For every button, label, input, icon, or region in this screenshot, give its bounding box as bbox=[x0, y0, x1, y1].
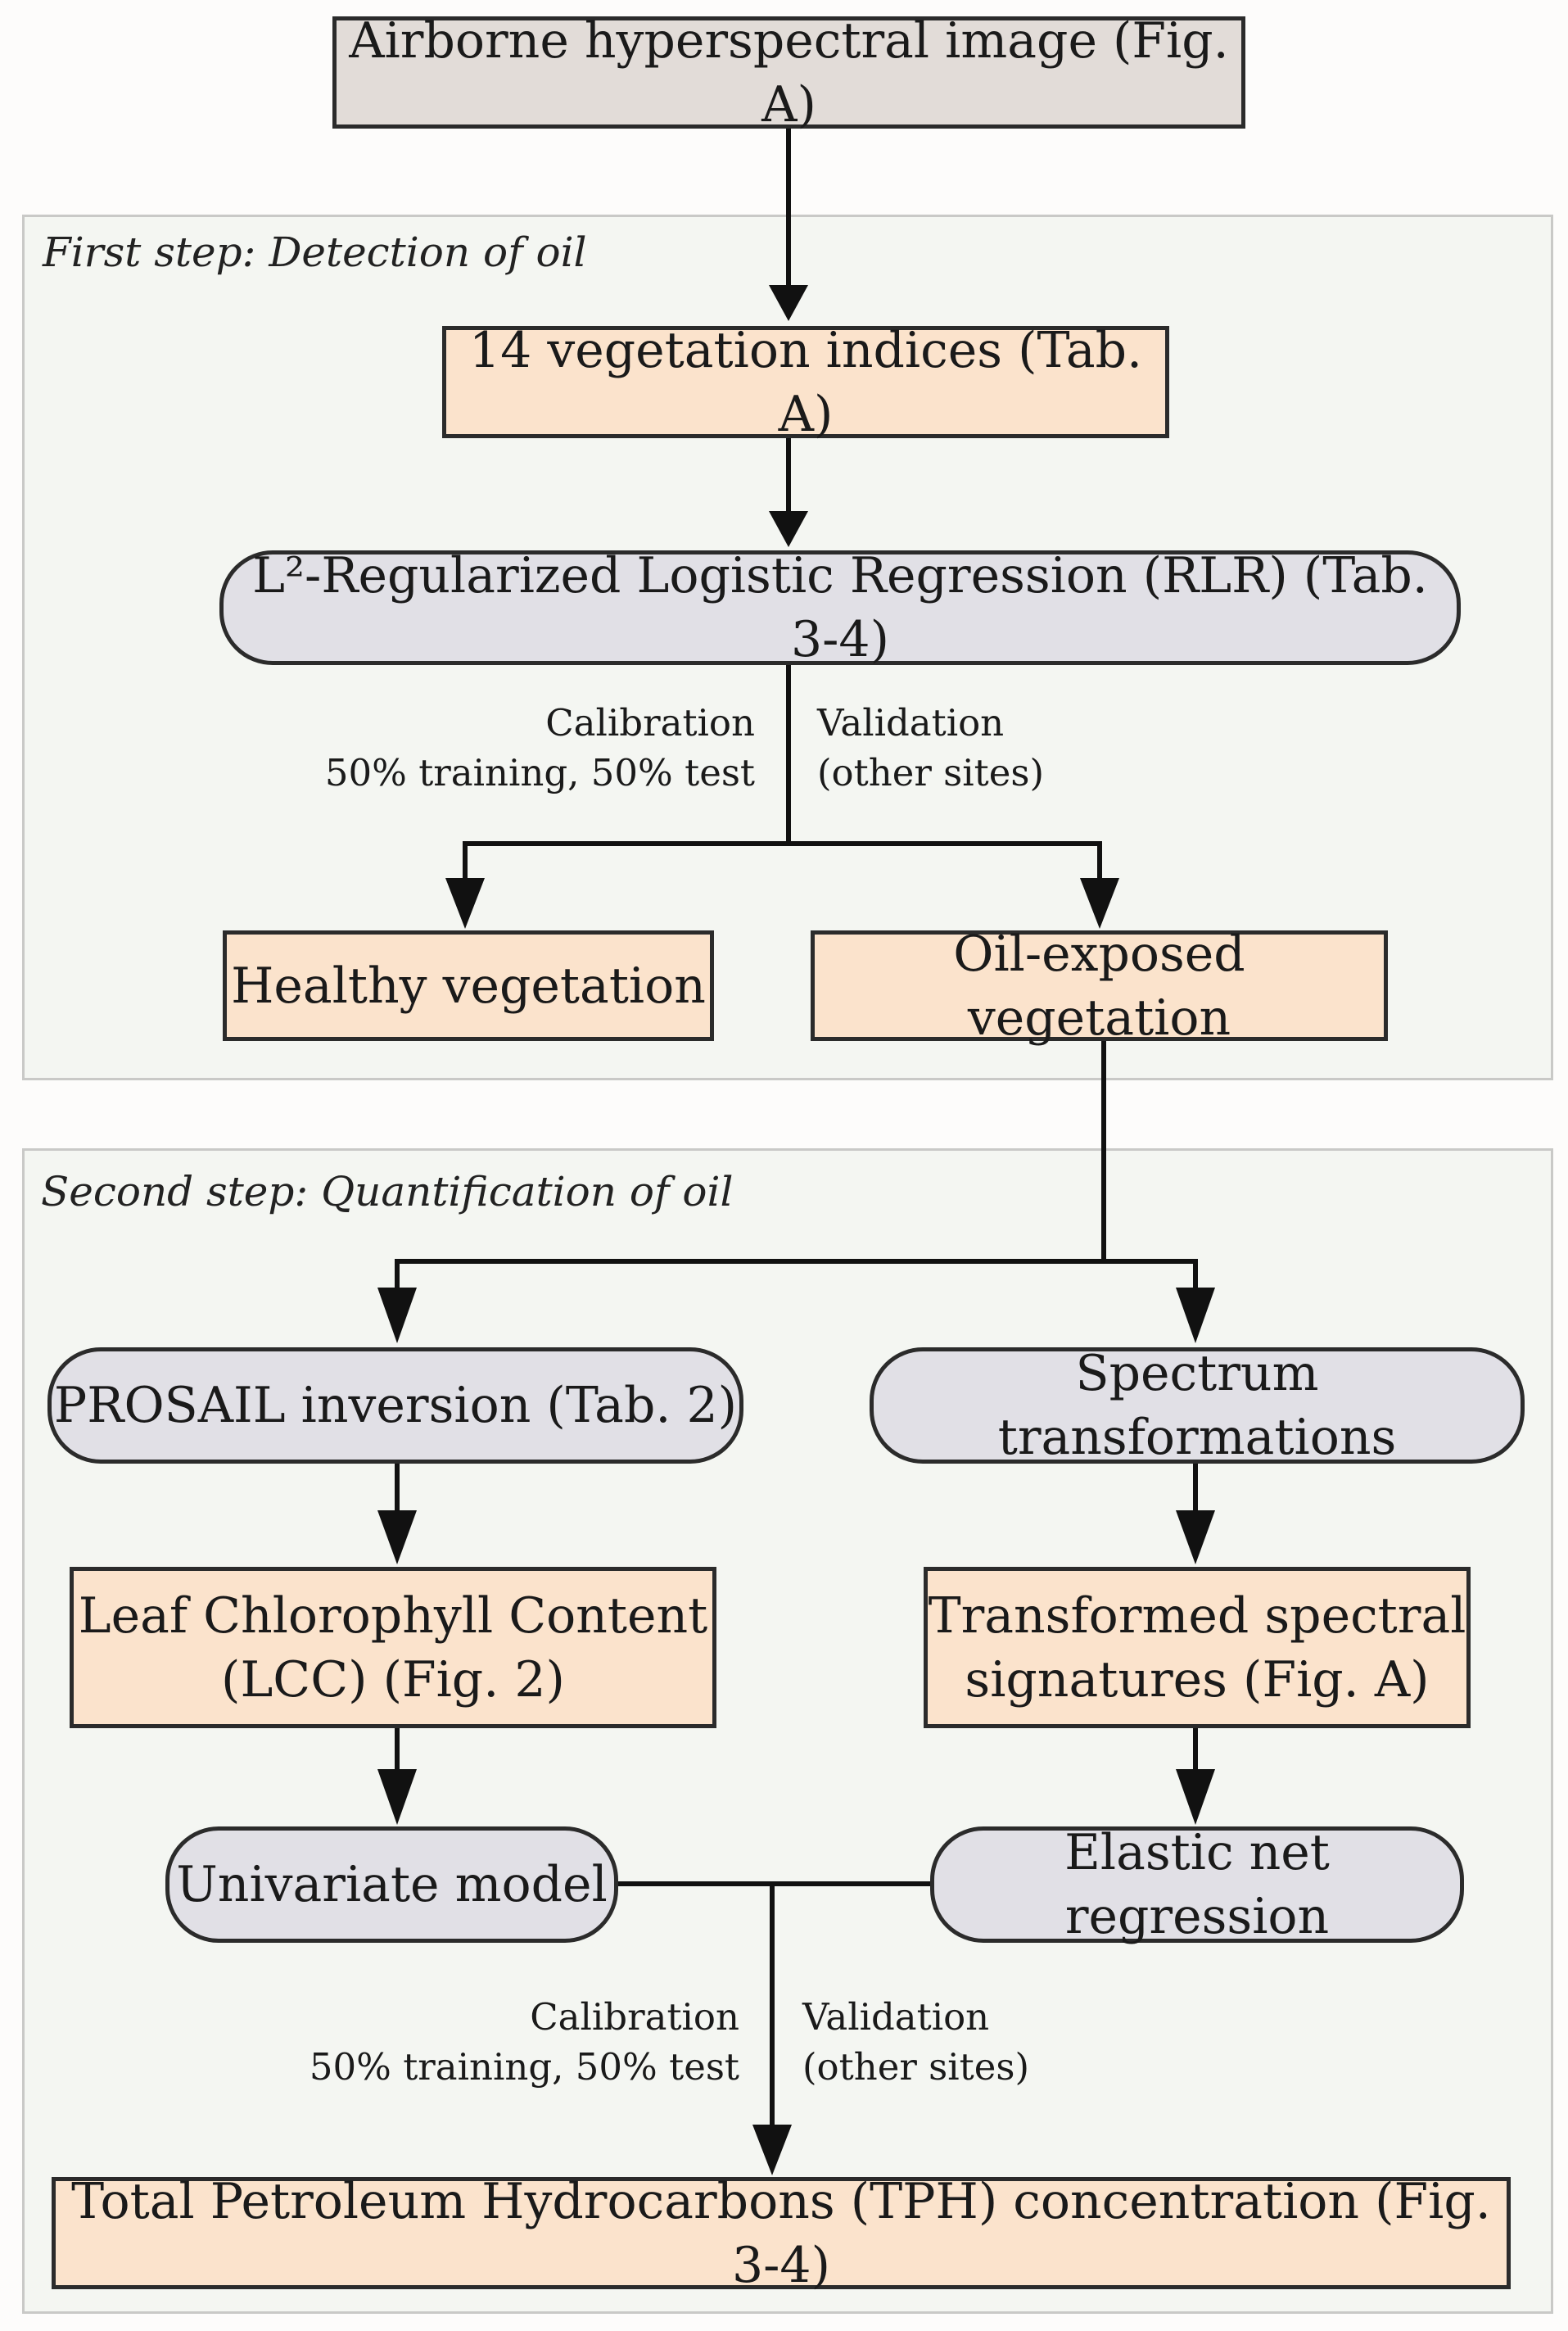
arrowhead-spectrum bbox=[1176, 1288, 1215, 1343]
arrowhead-oil-exposed bbox=[1080, 878, 1119, 929]
rlr-model-box: L²-Regularized Logistic Regression (RLR)… bbox=[219, 547, 1461, 668]
healthy-vegetation-box: Healthy vegetation bbox=[223, 930, 714, 1041]
edge-split-branches bbox=[463, 841, 1102, 883]
univariate-model-box: Univariate model bbox=[165, 1826, 618, 1943]
tph-concentration-box: Total Petroleum Hydrocarbons (TPH) conce… bbox=[52, 2173, 1511, 2294]
first-step-title: First step: Detection of oil bbox=[43, 229, 587, 276]
arrowhead-tph bbox=[752, 2125, 792, 2175]
elastic-net-regression-box: Elastic net regression bbox=[930, 1824, 1464, 1945]
arrowhead-lcc bbox=[377, 1510, 417, 1564]
arrowhead-prosail bbox=[377, 1288, 417, 1343]
calibration-label-step1: Calibration 50% training, 50% test bbox=[324, 701, 755, 794]
calibration-label-step2: Calibration 50% training, 50% test bbox=[309, 1995, 739, 2089]
second-step-title: Second step: Quantification of oil bbox=[41, 1168, 734, 1215]
arrowhead-transformed bbox=[1176, 1510, 1215, 1564]
edge-step2-branches bbox=[395, 1259, 1198, 1292]
vegetation-indices-box: 14 vegetation indices (Tab. A) bbox=[442, 322, 1169, 443]
leaf-chlorophyll-content-box: Leaf Chlorophyll Content (LCC) (Fig. 2) bbox=[70, 1567, 716, 1728]
arrowhead-univariate bbox=[377, 1769, 417, 1825]
transformed-spectral-signatures-box: Transformed spectral signatures (Fig. A) bbox=[924, 1567, 1471, 1728]
arrowhead-healthy bbox=[445, 878, 485, 929]
second-step-panel: Second step: Quantification of oil bbox=[22, 1148, 1553, 2314]
validation-label-step1: Validation (other sites) bbox=[817, 701, 1045, 794]
validation-label-step2: Validation (other sites) bbox=[802, 1995, 1030, 2089]
airborne-image-box: Airborne hyperspectral image (Fig. A) bbox=[332, 12, 1245, 134]
oil-exposed-vegetation-box: Oil-exposed vegetation bbox=[811, 926, 1388, 1047]
arrowhead-rlr bbox=[769, 511, 808, 547]
arrowhead-indices bbox=[769, 285, 808, 321]
prosail-inversion-box: PROSAIL inversion (Tab. 2) bbox=[47, 1347, 743, 1464]
arrowhead-elastic bbox=[1176, 1769, 1215, 1825]
spectrum-transformations-box: Spectrum transformations bbox=[870, 1345, 1525, 1466]
